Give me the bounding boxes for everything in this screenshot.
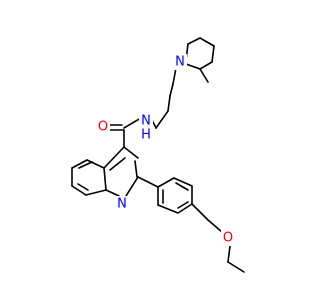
bond-line <box>157 177 175 188</box>
svg-text:O: O <box>223 231 233 246</box>
atom-label-layer: O N H N N O <box>96 54 235 246</box>
bond-line <box>105 189 120 197</box>
bond-line <box>199 37 215 47</box>
bond-line <box>71 159 88 169</box>
bond-line <box>175 182 189 191</box>
bond-line <box>134 160 138 178</box>
bond-line <box>177 201 189 209</box>
bond-line <box>157 204 179 214</box>
bond-layer <box>71 37 245 273</box>
bond-line <box>227 261 245 273</box>
bond-line <box>172 67 177 85</box>
bond-line <box>199 61 213 70</box>
svg-text:N: N <box>117 197 127 212</box>
bond-line <box>173 177 193 187</box>
ether-oxygen-label: O <box>221 230 235 246</box>
structure-diagram: O N H N N O <box>71 37 245 273</box>
bond-line <box>207 219 223 233</box>
bond-line <box>71 185 87 196</box>
bond-line <box>103 146 125 169</box>
bond-line <box>137 176 159 188</box>
bond-line <box>211 45 215 63</box>
bond-line <box>185 63 201 70</box>
bond-line <box>227 245 231 263</box>
bond-line <box>167 95 171 112</box>
amide-hydrogen-label: H <box>139 127 153 143</box>
piperidine-nitrogen-label: N <box>173 54 187 70</box>
bond-line <box>177 203 193 214</box>
bond-line <box>109 157 126 171</box>
bond-line <box>86 159 105 169</box>
bond-line <box>78 161 93 169</box>
amide-oxygen-label: O <box>96 119 110 135</box>
bond-line <box>123 117 142 129</box>
svg-text:N: N <box>175 55 185 70</box>
svg-text:H: H <box>141 128 151 143</box>
bond-line <box>199 68 209 83</box>
bond-line <box>191 203 209 221</box>
svg-text:O: O <box>98 120 108 135</box>
bond-line <box>169 83 174 97</box>
bond-line <box>77 183 89 191</box>
amide-nitrogen-label: N <box>139 113 153 129</box>
bond-line <box>123 146 139 159</box>
bond-line <box>155 110 169 129</box>
svg-text:N: N <box>141 114 151 129</box>
bond-line <box>103 167 107 191</box>
quinoline-nitrogen-label: N <box>115 196 129 212</box>
bond-line <box>85 189 107 196</box>
bond-line <box>187 37 201 45</box>
bond-line <box>125 176 139 197</box>
